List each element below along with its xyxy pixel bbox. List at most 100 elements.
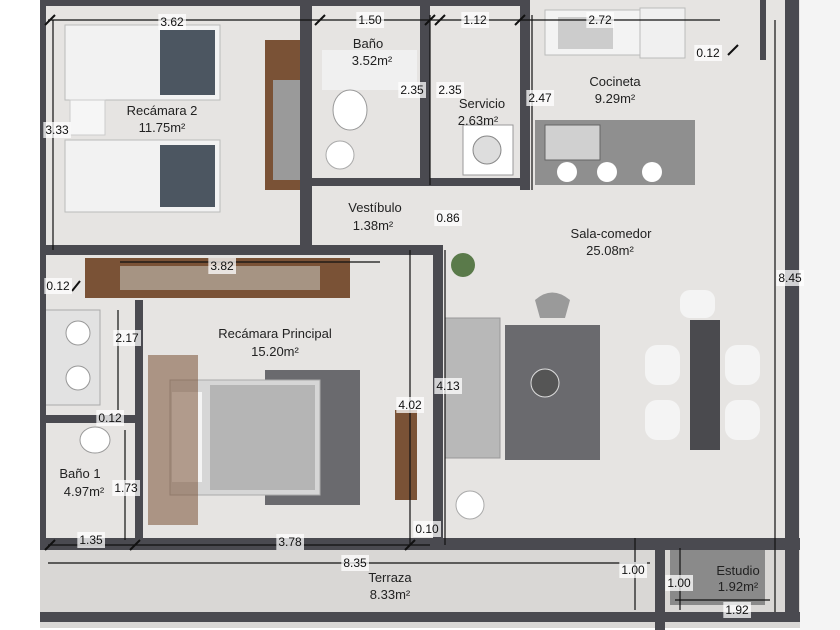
armchair	[535, 292, 570, 318]
tick	[434, 14, 446, 26]
wall-principal-right	[433, 245, 443, 550]
tick	[129, 539, 141, 551]
dim-086: 0.86	[436, 211, 460, 225]
dimension-labels: 3.62 1.50 1.12 2.72 0.12 3.33 2.35 2.35 …	[43, 12, 805, 618]
dim-label-bg	[396, 397, 425, 413]
dim-label-bg	[341, 555, 370, 571]
headboard	[148, 355, 198, 525]
room-name-bano1: Baño 1	[59, 466, 100, 481]
dim-label-bg	[461, 12, 490, 28]
exterior-strip	[800, 0, 840, 630]
dim-835: 8.35	[343, 556, 367, 570]
dim-label-bg	[619, 562, 648, 578]
stool-3	[642, 162, 662, 182]
wall-bano1-top	[40, 415, 135, 423]
tick	[71, 280, 81, 292]
wall-baths-bottom	[300, 178, 525, 186]
room-area-cocineta: 9.29m²	[595, 91, 636, 106]
dim-382: 3.82	[210, 259, 234, 273]
wall-bottom	[40, 612, 800, 622]
wall-right	[785, 0, 799, 612]
tick	[314, 14, 326, 26]
dim-label-bg	[776, 270, 805, 286]
bed-1-blanket	[160, 30, 215, 95]
wall-kitchen-left	[520, 0, 530, 190]
tick	[727, 44, 739, 56]
dim-label-bg	[96, 410, 125, 426]
dim-100a: 1.00	[621, 563, 645, 577]
room-area-servicio: 2.63m²	[458, 113, 499, 128]
wall-top-right	[760, 0, 766, 60]
dim-label-bg	[112, 480, 141, 496]
toilet	[332, 89, 368, 131]
stool-2	[597, 162, 617, 182]
dim-173: 1.73	[114, 481, 138, 495]
coffee-table	[530, 368, 560, 398]
sink	[325, 140, 355, 170]
bed-2-blanket	[160, 145, 215, 207]
room-area-bano: 3.52m²	[352, 53, 393, 68]
room-name-sala: Sala-comedor	[571, 226, 653, 241]
room-name-recamara2: Recámara 2	[127, 103, 198, 118]
dim-label-bg	[434, 210, 463, 226]
plant	[451, 253, 475, 277]
dim-label-bg	[113, 330, 142, 346]
dim-label-bg	[77, 532, 106, 548]
wardrobe-door	[273, 80, 303, 180]
dim-845: 8.45	[778, 271, 802, 285]
side-table	[455, 490, 485, 520]
dim-label-bg	[44, 278, 73, 294]
dim-192: 1.92	[725, 603, 749, 617]
stool-1	[557, 162, 577, 182]
room-name-estudio: Estudio	[716, 563, 759, 578]
dim-label-bg	[436, 82, 465, 98]
tick	[44, 539, 56, 551]
room-name-vestibulo: Vestíbulo	[348, 200, 402, 215]
dim-100b: 1.00	[667, 576, 691, 590]
dining-chair-5	[680, 290, 715, 318]
tick	[514, 14, 526, 26]
kitchen-sink	[544, 124, 601, 161]
room-name-bano: Baño	[353, 36, 383, 51]
dim-label-bg	[276, 534, 305, 550]
room-labels: Recámara 2 11.75m² Baño 3.52m² Servicio …	[59, 36, 759, 602]
dining-chair-1	[645, 345, 680, 385]
washer-drum	[472, 135, 502, 165]
dining-chair-2	[645, 400, 680, 440]
dimension-ticks	[44, 14, 739, 551]
dim-333: 3.33	[45, 123, 69, 137]
tick	[424, 14, 436, 26]
dim-label-bg	[434, 378, 463, 394]
dim-label-bg	[694, 45, 723, 61]
bano1-sink-1	[65, 320, 91, 346]
tick	[404, 539, 416, 551]
dim-label-bg	[158, 14, 187, 30]
dim-label-bg	[723, 602, 752, 618]
dim-112: 1.12	[463, 13, 487, 27]
room-name-principal: Recámara Principal	[218, 326, 332, 341]
room-area-terraza: 8.33m²	[370, 587, 411, 602]
room-area-bano1: 4.97m²	[64, 484, 105, 499]
dim-012b: 0.12	[46, 279, 70, 293]
room-area-estudio: 1.92m²	[718, 579, 759, 594]
principal-duvet	[210, 385, 315, 490]
room-name-terraza: Terraza	[368, 570, 412, 585]
dim-272: 2.72	[588, 13, 612, 27]
room-area-recamara2: 11.75m²	[139, 120, 186, 135]
room-name-cocineta: Cocineta	[589, 74, 641, 89]
fridge	[639, 7, 686, 59]
dim-235a: 2.35	[400, 83, 424, 97]
dim-235b: 2.35	[438, 83, 462, 97]
dim-247: 2.47	[528, 91, 552, 105]
tick	[44, 14, 56, 26]
wall-top	[40, 0, 520, 6]
dim-402: 4.02	[398, 398, 422, 412]
dim-012a: 0.12	[696, 46, 720, 60]
dining-table	[690, 320, 720, 450]
dim-362: 3.62	[160, 15, 184, 29]
dim-label-bg	[665, 575, 694, 591]
dim-150: 1.50	[358, 13, 382, 27]
wall-estudio	[655, 538, 665, 630]
